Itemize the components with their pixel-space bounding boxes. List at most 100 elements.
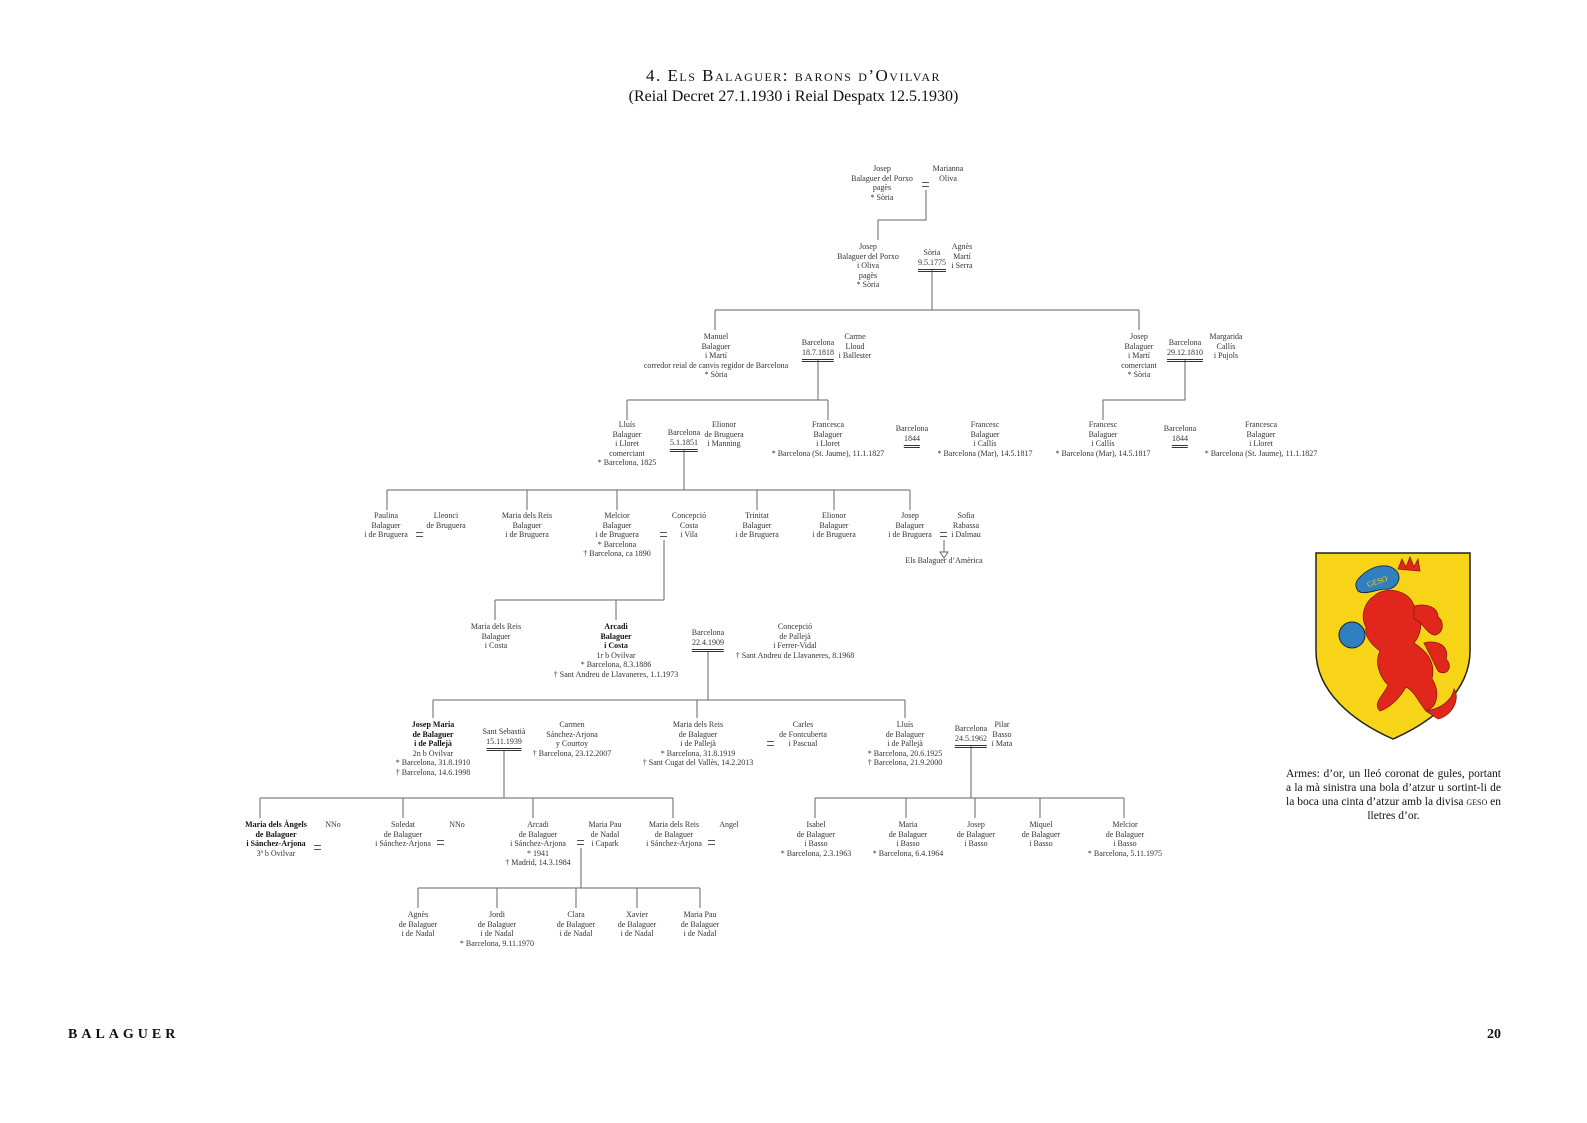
person-detail: * Sòria: [870, 192, 894, 202]
azure-ball: [1338, 621, 1366, 649]
person-name: Jordi: [488, 910, 505, 919]
person-name: Elionor: [821, 511, 846, 520]
person-detail: Balaguer: [481, 631, 511, 641]
person-detail: † Madrid, 14.3.1984: [505, 858, 571, 867]
person-name: Melcior: [1112, 820, 1138, 829]
person-name: Josep: [873, 164, 891, 173]
person-detail: i Callís: [973, 439, 997, 448]
person-detail: i Capark: [591, 839, 619, 848]
person-detail: i Callís: [1091, 439, 1115, 448]
person-detail: Balaguer: [701, 341, 731, 351]
person-name: Josep Maria: [411, 720, 455, 729]
person-detail: i de Pallejà: [887, 739, 923, 748]
person-detail: Oliva: [939, 173, 957, 183]
person-name: NNo: [325, 820, 341, 829]
caption-text-end: en lletres d’or.: [1367, 796, 1501, 822]
person-name: Francesc: [970, 420, 1000, 429]
chapter-subtitle: (Reial Decret 27.1.1930 i Reial Despatx …: [628, 88, 959, 105]
person-name: Pilar: [994, 720, 1010, 729]
person-detail: i de Nadal: [620, 929, 654, 938]
coat-of-arms-shield: GESO: [1315, 552, 1471, 740]
marriage-sign: [437, 840, 444, 845]
person-detail: i Basso: [896, 839, 920, 848]
person-name: Sofia: [957, 511, 975, 520]
person-detail: i Sánchez-Arjona: [375, 839, 431, 848]
person-name: Margarida: [1209, 332, 1243, 341]
person-entry: Angel: [719, 820, 739, 830]
person-name: Josep: [859, 242, 877, 251]
person-name: Lleonci: [433, 511, 459, 520]
person-detail: * Barcelona (Mar), 14.5.1817: [937, 448, 1033, 458]
person-detail: de Balaguer: [556, 919, 596, 929]
person-detail: i Pascual: [788, 739, 818, 748]
person-detail: Balaguer: [813, 429, 843, 439]
person-detail: * Barcelona, 2.3.1963: [780, 848, 852, 858]
person-detail: * Barcelona, 9.11.1970: [459, 938, 535, 948]
marriage-place: Sòria: [923, 248, 941, 257]
person-detail: de Balaguer: [885, 729, 925, 739]
person-name: Maria dels Reis: [672, 720, 724, 729]
person-name: Maria dels Àngels: [245, 820, 307, 829]
person-detail: * Barcelona, 5.11.1975: [1087, 848, 1163, 858]
person-detail: Balaguer del Porxo: [851, 173, 913, 183]
person-name: Carles: [792, 720, 814, 729]
chapter-title: 4. Els Balaguer: barons d’Ovilvar: [646, 66, 941, 85]
marriage-date: 29.12.1810: [1167, 348, 1203, 362]
person-detail: i Mata: [991, 739, 1013, 748]
person-detail: * Barcelona, 8.3.1886: [580, 660, 652, 669]
person-detail: † Sant Andreu de Llavaneres, 1.1.1973: [553, 669, 679, 679]
person-detail: Balaguer: [1124, 341, 1154, 351]
person-detail: i Sánchez-Arjona: [646, 839, 702, 848]
person-detail: pagès: [872, 183, 892, 192]
marriage-place: Barcelona: [691, 628, 725, 637]
marriage-place: Barcelona: [667, 428, 701, 437]
person-detail: i de Nadal: [480, 929, 514, 938]
caption-motto: geso: [1466, 796, 1488, 808]
connector: [432, 652, 906, 718]
person-name: Francesca: [812, 420, 844, 429]
person-detail: Balaguer: [600, 631, 632, 641]
person-detail: i de Pallejà: [414, 739, 452, 748]
person-name: Lluís: [618, 420, 636, 429]
person-detail: * Barcelona, 6.4.1964: [872, 848, 944, 858]
person-detail: de Balaguer: [398, 919, 438, 929]
person-detail: * Barcelona, 1825: [597, 458, 657, 467]
connector: [259, 750, 674, 818]
person-name: Maria dels Reis: [501, 511, 553, 520]
person-detail: corredor reial de canvis regidor de Barc…: [643, 360, 789, 370]
person-detail: i Lloret: [615, 439, 639, 448]
caption-text: Armes: d’or, un lleó coronat de gules, p…: [1286, 768, 1501, 808]
arrow-down-icon: [939, 551, 949, 559]
marriage-date: 1844: [904, 434, 920, 448]
person-entry: NNo: [325, 820, 341, 830]
person-detail: i Ferrer-Vidal: [773, 641, 817, 650]
person-detail: † Sant Cugat del Vallès, 14.2.2013: [642, 758, 754, 767]
marriage-date: 18.7.1818: [802, 348, 834, 362]
person-name: Miquel: [1029, 820, 1053, 829]
person-detail: † Barcelona, ca 1890: [583, 549, 651, 558]
person-name: Soledat: [390, 820, 415, 829]
person-name: Isabel: [806, 820, 826, 829]
person-name: Elionor: [711, 420, 736, 429]
person-detail: i de Bruguera: [364, 530, 408, 539]
marriage-place: Barcelona: [801, 338, 835, 347]
person-name: Agnès: [951, 242, 973, 251]
person-detail: Balaguer: [371, 520, 401, 530]
